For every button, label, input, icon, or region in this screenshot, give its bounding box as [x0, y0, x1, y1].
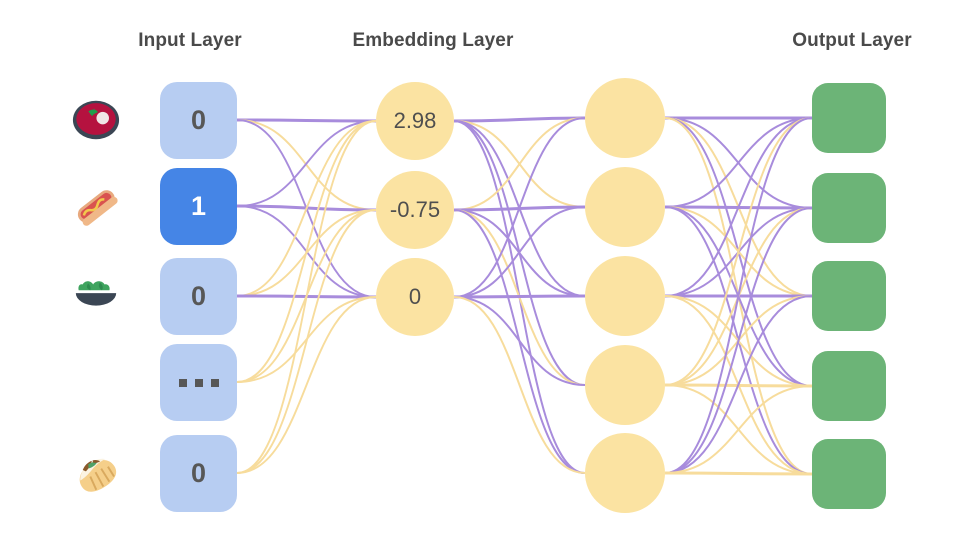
embedding-node-2[interactable]: -0.75 [376, 171, 454, 249]
hotdog-icon [70, 180, 122, 232]
input-node-5[interactable]: 0 [160, 435, 237, 512]
embedding-node-value: -0.75 [389, 197, 441, 222]
stew-bowl-icon [70, 94, 122, 146]
embedding-layer-heading: Embedding Layer [352, 30, 514, 51]
output-node-3[interactable] [812, 261, 886, 331]
embedding-node-value: 2.98 [393, 108, 437, 133]
input-node-value: 0 [190, 281, 207, 311]
green-salad-icon [70, 270, 122, 322]
output-layer-heading: Output Layer [792, 30, 912, 51]
embedding-node-1[interactable]: 2.98 [376, 82, 454, 160]
hidden-node-4[interactable] [585, 345, 665, 425]
input-node-value: 0 [190, 458, 207, 488]
hidden-node-3[interactable] [585, 256, 665, 336]
input-node-4[interactable] [160, 344, 237, 421]
output-node-5[interactable] [812, 439, 886, 509]
hidden-node-5[interactable] [585, 433, 665, 513]
burrito-icon [70, 447, 122, 499]
hidden-node-1[interactable] [585, 78, 665, 158]
input-node-2[interactable]: 1 [160, 168, 237, 245]
input-layer-heading: Input Layer [138, 30, 242, 51]
embedding-node-value: 0 [408, 284, 422, 309]
output-node-1[interactable] [812, 83, 886, 153]
input-node-value: 0 [190, 105, 207, 135]
input-node-ellipsis-dots [178, 378, 219, 387]
input-node-1[interactable]: 0 [160, 82, 237, 159]
input-node-3[interactable]: 0 [160, 258, 237, 335]
output-node-2[interactable] [812, 173, 886, 243]
input-node-value: 1 [190, 191, 207, 221]
embedding-node-3[interactable]: 0 [376, 258, 454, 336]
hidden-node-2[interactable] [585, 167, 665, 247]
output-node-4[interactable] [812, 351, 886, 421]
